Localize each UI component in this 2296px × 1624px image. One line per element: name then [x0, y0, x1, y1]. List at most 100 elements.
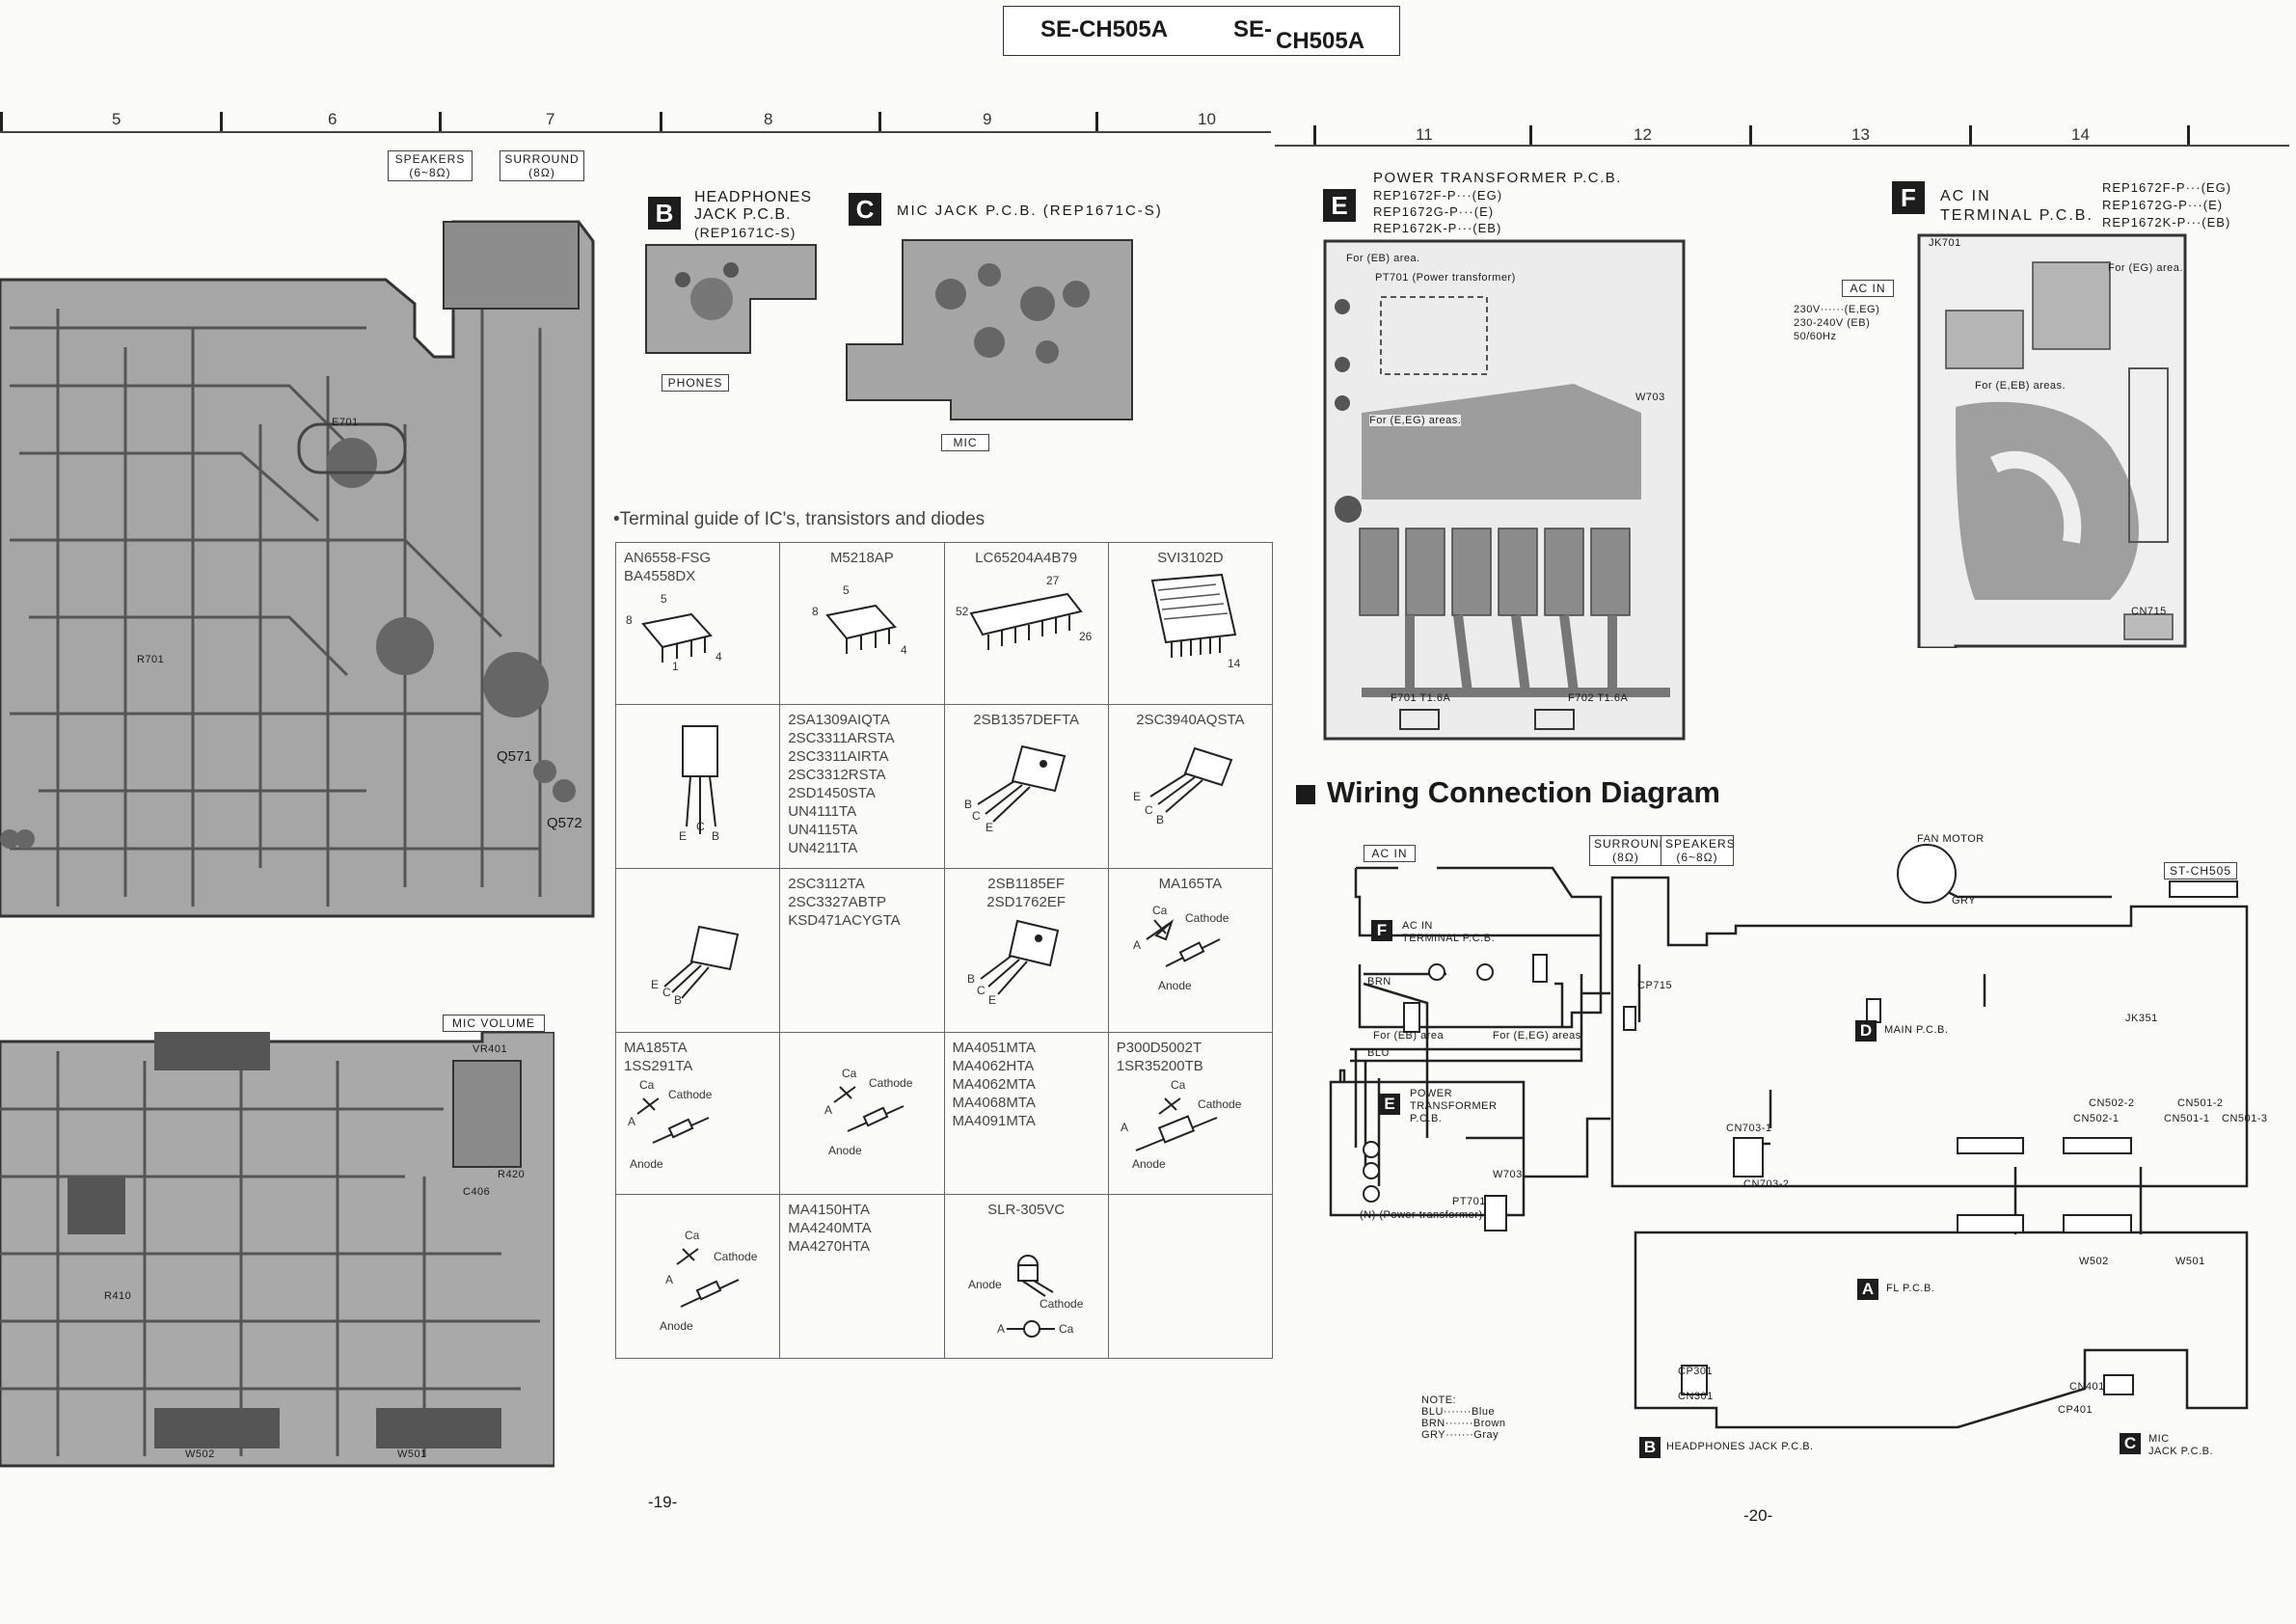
wiring-cn501-3: CN501-3: [2222, 1113, 2268, 1124]
speakers-value: (6~8Ω): [409, 166, 451, 179]
speakers-label: SPEAKERS (6~8Ω): [388, 150, 473, 181]
cell-text: MA185TA 1SS291TA: [624, 1040, 693, 1074]
board-f-voltages: 230V······(E,EG) 230-240V (EB) 50/60Hz: [1794, 303, 1879, 343]
wiring-f-letter: F: [1371, 920, 1392, 941]
pin-c: C: [1145, 803, 1153, 817]
ruler-tick-11: 11: [1416, 125, 1433, 144]
pin-27: 27: [1046, 574, 1060, 587]
transistor-flat-icon: ECB: [1133, 746, 1233, 826]
diode-cathode: Cathode: [668, 1088, 713, 1101]
diode-anode: Anode: [1132, 1157, 1166, 1171]
ruler-mark: [660, 112, 662, 131]
cell-text: SVI3102D: [1157, 550, 1224, 566]
led-a: A: [997, 1322, 1005, 1336]
board-f-title: AC IN TERMINAL P.C.B.: [1940, 187, 2093, 226]
cell-text: 2SA1309AIQTA 2SC3311ARSTA 2SC3311AIRTA 2…: [788, 712, 895, 856]
cell-text: MA4051MTA MA4062HTA MA4062MTA MA4068MTA …: [952, 1040, 1036, 1129]
wiring-cp401: CP401: [2058, 1404, 2093, 1416]
board-f-jk701: JK701: [1929, 237, 1961, 249]
cell-empty: [1107, 1194, 1274, 1359]
diode-anode: Anode: [630, 1157, 663, 1171]
board-b-line2: JACK P.C.B.: [694, 206, 792, 223]
board-e-for-eb: For (EB) area.: [1346, 253, 1420, 264]
wiring-st-ch: ST-CH505: [2164, 862, 2237, 880]
cell-text: P300D5002T 1SR35200TB: [1116, 1040, 1203, 1074]
label-w501: W501: [397, 1448, 427, 1460]
ruler-mark: [1095, 112, 1098, 131]
wiring-pt701: PT701: [1452, 1196, 1486, 1207]
board-b-pcb: [645, 244, 817, 354]
speakers-title: SPEAKERS: [394, 152, 466, 166]
voltage-1: 230V······(E,EG): [1794, 304, 1880, 315]
wiring-fan-motor: FAN MOTOR: [1917, 833, 1985, 845]
pin-c: C: [696, 820, 705, 833]
ruler-mark: [1313, 125, 1316, 145]
cell-text: 2SC3112TA 2SC3327ABTP KSD471ACYGTA: [788, 876, 901, 929]
cell-text: MA165TA: [1158, 876, 1223, 892]
ruler-mark: [1529, 125, 1532, 145]
ruler-mark: [1969, 125, 1972, 145]
wiring-surround: SURROUND (8Ω): [1589, 835, 1667, 866]
board-e-fuse1: F701 T1.6A: [1391, 692, 1451, 704]
diode-cathode: Cathode: [869, 1076, 913, 1090]
wiring-cn703-2: CN703-2: [1743, 1178, 1790, 1190]
board-e-pcb: [1323, 239, 1686, 741]
pin-1: 1: [672, 660, 679, 672]
cell-text: 2SB1185EF 2SD1762EF: [986, 876, 1066, 910]
model-header: SE-CH505A SE- CH505A: [1003, 6, 1400, 56]
board-b-letter: B: [648, 197, 681, 230]
pin-b: B: [674, 993, 682, 1007]
page-number-right: -20-: [1743, 1506, 1773, 1525]
wiring-pt701-sub: (N) (Power transformer): [1360, 1209, 1483, 1221]
transistor-to92-icon: ECB: [651, 925, 739, 1007]
surround-value: (8Ω): [528, 166, 555, 179]
wiring-speakers-title: SPEAKERS: [1665, 837, 1736, 851]
board-f-for-eg: For (EG) area.: [2108, 262, 2183, 274]
pin-b: B: [712, 829, 719, 843]
wiring-a-letter: A: [1857, 1279, 1878, 1300]
wiring-d-letter: D: [1855, 1020, 1877, 1042]
board-f-cn715: CN715: [2131, 606, 2167, 617]
pin-5: 5: [661, 592, 667, 606]
pin-e: E: [679, 829, 687, 843]
ic-8pin-icon: 584: [812, 583, 907, 657]
pin-e: E: [1133, 790, 1141, 803]
cell-text: AN6558-FSG BA4558DX: [624, 550, 712, 584]
pin-c: C: [972, 809, 981, 823]
board-f-part-2: REP1672G-P···(E): [2102, 198, 2224, 212]
board-f-title-1: AC IN: [1940, 188, 1991, 204]
diode-anode: Anode: [1158, 979, 1192, 992]
wiring-wire-gry: GRY: [1952, 895, 1977, 907]
board-e-fuse2: F702 T1.6A: [1568, 692, 1629, 704]
board-f-part-3: REP1672K-P···(EB): [2102, 215, 2231, 230]
wiring-e-line3: P.C.B.: [1410, 1113, 1443, 1124]
wiring-cn501-1: CN501-1: [2164, 1113, 2210, 1124]
pin-c: C: [662, 986, 671, 999]
ruler-tick-14: 14: [2071, 125, 2090, 144]
diode-anode: Anode: [660, 1319, 693, 1333]
mic-volume-label: MIC VOLUME: [443, 1015, 545, 1032]
ruler-right: 11 12 13 14: [1275, 122, 2289, 147]
pin-b: B: [964, 798, 972, 811]
diode-a: A: [1133, 938, 1141, 952]
diode-ca: Ca: [1171, 1078, 1186, 1092]
ruler-tick-7: 7: [546, 110, 555, 128]
wiring-w703: W703: [1493, 1169, 1523, 1180]
cell-text: 2SB1357DEFTA: [973, 712, 1080, 728]
wiring-a-text: FL P.C.B.: [1886, 1283, 1935, 1294]
pin-8: 8: [626, 613, 633, 627]
voltage-2: 230-240V (EB): [1794, 317, 1871, 329]
wiring-c-line1: MIC: [2148, 1433, 2170, 1445]
ruler-mark: [878, 112, 881, 131]
wiring-f-line1: AC IN: [1402, 920, 1433, 932]
note-line-1: BLU·······Blue: [1421, 1406, 1496, 1418]
cell-transistors-2sa: 2SA1309AIQTA 2SC3311ARSTA 2SC3311AIRTA 2…: [779, 704, 945, 869]
wiring-for-eb: For (EB) area: [1373, 1030, 1445, 1042]
ruler-mark: [220, 112, 223, 131]
